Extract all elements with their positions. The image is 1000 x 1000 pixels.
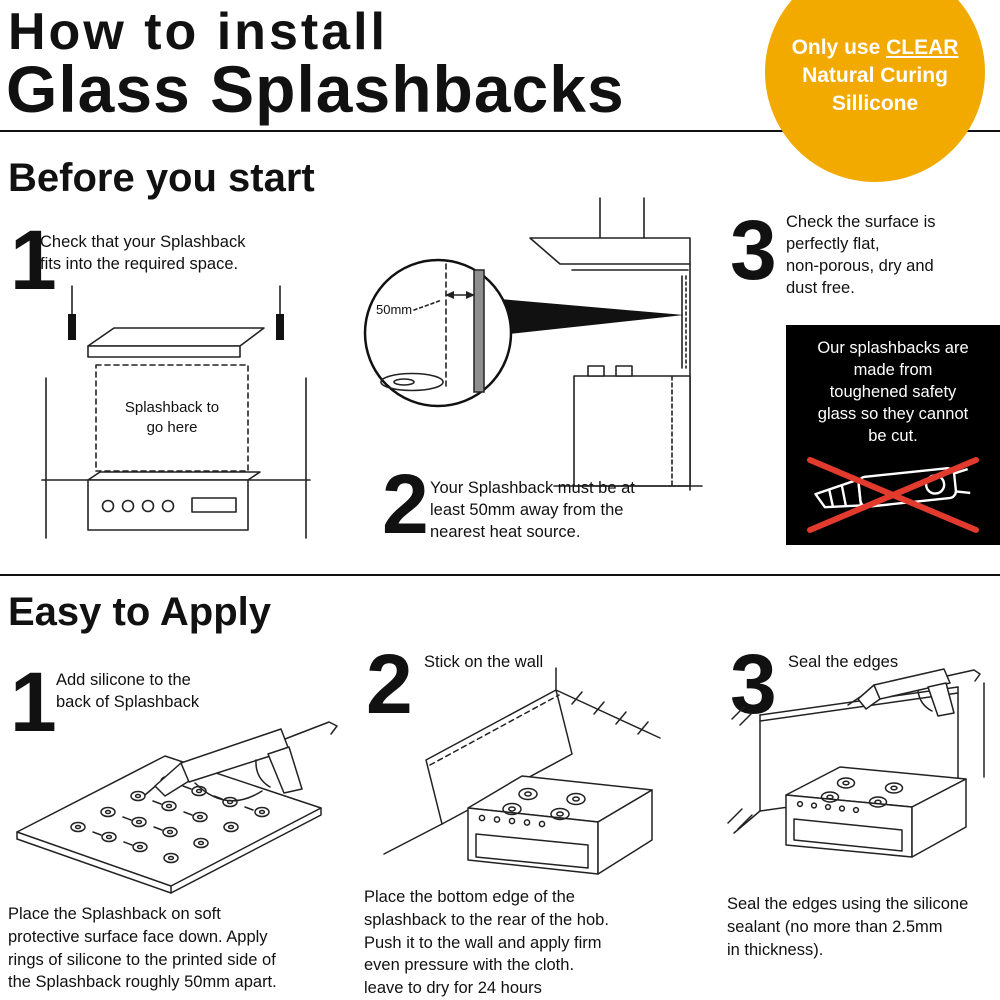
red-cross-icon xyxy=(807,457,979,533)
badge-text: Only use CLEAR Natural Curing Sillicone xyxy=(765,0,985,118)
silicone-note-badge: Only use CLEAR Natural Curing Sillicone xyxy=(765,0,985,182)
diagram-seal-edges xyxy=(727,668,985,858)
apply-step3-title: Seal the edges xyxy=(788,653,899,671)
hood-and-hob-outline xyxy=(529,197,703,491)
before-step3-number: 3 xyxy=(730,203,777,297)
title-rule xyxy=(0,130,1000,132)
diagram1-label-line2: go here xyxy=(147,419,198,436)
cooker-hood-icon xyxy=(87,327,265,358)
hob-icon xyxy=(785,766,967,858)
diagram1-label-line1: Splashback to xyxy=(125,399,219,416)
diagram-splashback-space: Splashback to go here xyxy=(41,285,311,539)
apply-step2-number: 2 xyxy=(366,637,413,731)
sealant-gun-icon xyxy=(847,668,981,717)
diagram-apply-silicone xyxy=(16,721,338,894)
hob-icon xyxy=(467,775,653,875)
before-step1-number: 1 xyxy=(10,213,57,307)
apply-step2-title: Stick on the wall xyxy=(424,653,544,671)
hob-icon xyxy=(87,471,261,531)
apply-step3-number: 3 xyxy=(730,637,777,731)
magnifier-detail-icon: 50mm xyxy=(363,258,513,408)
badge-line3: Sillicone xyxy=(831,91,919,115)
diagram-stick-on-wall xyxy=(383,667,661,875)
apply-heading: Easy to Apply xyxy=(8,590,272,634)
hob-icon xyxy=(553,365,703,487)
splashback-dashed-area xyxy=(95,364,249,472)
cooker-hood-icon xyxy=(529,237,691,271)
apply-step1-number: 1 xyxy=(10,655,57,749)
diagram-heat-clearance: 50mm xyxy=(363,197,703,491)
page-title-line1: How to install xyxy=(8,3,388,61)
before-heading: Before you start xyxy=(8,156,315,200)
splashback-panel xyxy=(16,755,322,894)
kitchen-outline xyxy=(41,285,311,539)
badge-line2: Natural Curing xyxy=(802,63,948,87)
page-title-line2: Glass Splashbacks xyxy=(6,52,625,126)
caulk-gun-icon xyxy=(144,721,338,802)
callout-pointer xyxy=(500,299,684,335)
before-step2-number: 2 xyxy=(382,457,429,551)
utility-knife-crossed-icon xyxy=(807,457,979,533)
tilted-splashback-panel xyxy=(383,689,573,855)
wall-corner xyxy=(555,667,661,739)
clearance-label: 50mm xyxy=(376,302,412,317)
badge-line1: Only use CLEAR xyxy=(791,36,959,59)
section-divider xyxy=(0,574,1000,576)
badge-underlined-word: CLEAR xyxy=(886,36,959,59)
